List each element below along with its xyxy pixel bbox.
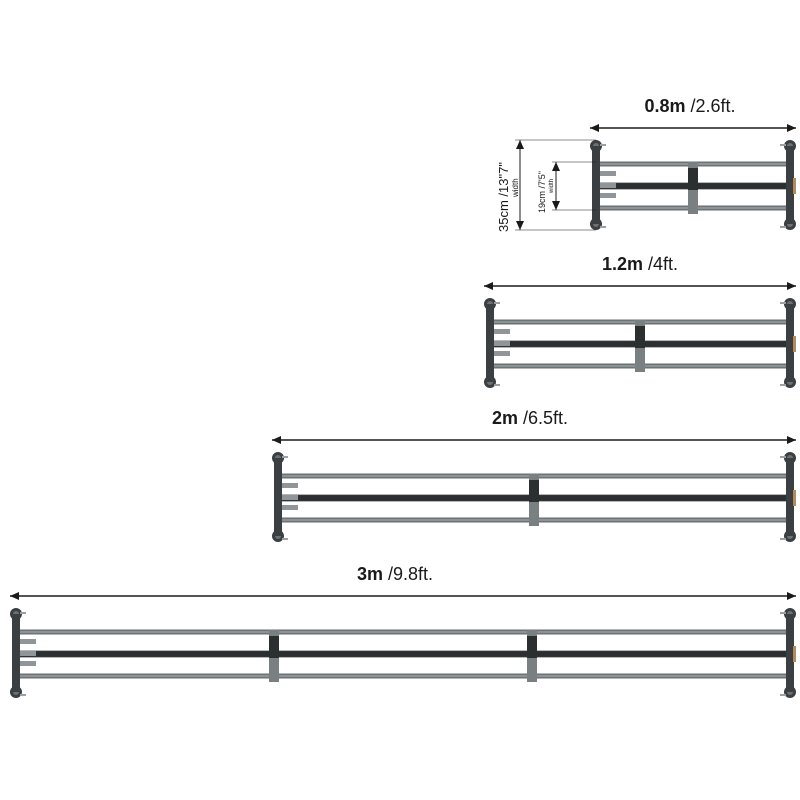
rod-rail (15, 650, 791, 658)
bracket-stem (486, 304, 494, 382)
rod-connector-dark (635, 326, 645, 348)
rod-end-cap (282, 483, 298, 488)
outer-width-value: 35cm /13"7" (496, 162, 511, 232)
bracket-stem (12, 614, 20, 692)
rack-3: 2m /6.5ft. (272, 408, 796, 542)
rod-connector-dark (527, 636, 537, 658)
rod-end-cap (600, 183, 616, 188)
bracket-stem (592, 146, 600, 224)
rack-size-metric: 3m (357, 564, 388, 584)
bracket-stem (786, 614, 794, 692)
rod-rail (15, 673, 791, 679)
bronze-accent (793, 178, 796, 194)
rack-size-imperial: /2.6ft. (691, 96, 736, 116)
rod-end-cap (20, 639, 36, 644)
rod-end-cap (600, 193, 616, 198)
rod-end-cap (282, 505, 298, 510)
rack-4: 3m /9.8ft. (10, 564, 796, 698)
bronze-accent (793, 646, 796, 662)
rack-size-label: 3m /9.8ft. (357, 564, 433, 584)
racks-layer: 0.8m /2.6ft. 1.2m /4ft. 2m /6.5ft. 3m /9.8f… (10, 96, 796, 698)
rod-end-cap (20, 661, 36, 666)
rod-end-cap (282, 495, 298, 500)
rod-end-cap (494, 341, 510, 346)
rod-end-cap (600, 171, 616, 176)
rod-connector-dark (529, 480, 539, 502)
rack-size-imperial: /6.5ft. (523, 408, 568, 428)
rack-size-label: 2m /6.5ft. (492, 408, 568, 428)
rack-size-metric: 0.8m (644, 96, 690, 116)
bronze-accent (793, 490, 796, 506)
rod-connector-dark (269, 636, 279, 658)
rack-1: 0.8m /2.6ft. (590, 96, 796, 230)
rod-rail (15, 629, 791, 635)
rack-size-label: 0.8m /2.6ft. (644, 96, 735, 116)
rod-end-cap (494, 351, 510, 356)
rack-2: 1.2m /4ft. (484, 254, 796, 388)
bracket-stem (786, 458, 794, 536)
bracket-stem (274, 458, 282, 536)
rack-size-imperial: /9.8ft. (388, 564, 433, 584)
bronze-accent (793, 336, 796, 352)
bracket-stem (786, 304, 794, 382)
outer-width-caption: width (511, 178, 520, 198)
inner-width-caption: width (549, 179, 555, 194)
rack-size-metric: 1.2m (602, 254, 648, 274)
rack-size-metric: 2m (492, 408, 523, 428)
width-dimensions: 35cm /13"7" width 19cm /7'5" width (496, 139, 596, 232)
rod-end-cap (20, 651, 36, 656)
bracket-stem (786, 146, 794, 224)
inner-width-value: 19cm /7'5" (537, 171, 547, 213)
rack-size-label: 1.2m /4ft. (602, 254, 678, 274)
rod-connector-dark (688, 168, 698, 190)
rod-end-cap (494, 329, 510, 334)
rack-size-imperial: /4ft. (648, 254, 678, 274)
